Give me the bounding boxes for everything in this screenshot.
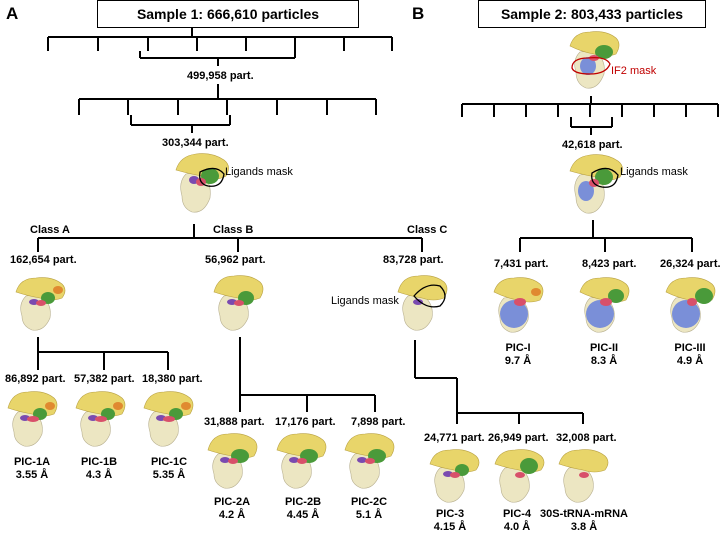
pic-i-count: 7,431 part. <box>494 258 549 270</box>
pic-iii-map <box>665 277 716 333</box>
pic-1a-res: 3.55 Å <box>15 469 49 481</box>
pic-2b-name: PIC-2B <box>284 496 322 508</box>
panel-label-a: A <box>6 4 19 23</box>
pic-1c-count: 18,380 part. <box>142 373 203 385</box>
class-b-count: 56,962 part. <box>205 254 266 266</box>
pic-4-map <box>494 449 545 503</box>
pic-3-name: PIC-3 <box>435 508 465 520</box>
pic-3-map <box>429 449 480 503</box>
s2-round1-count: 42,618 part. <box>562 139 623 151</box>
pic-1b-name: PIC-1B <box>80 456 118 468</box>
pic-1a-map <box>7 391 58 447</box>
s1-round1-count: 499,958 part. <box>187 70 254 82</box>
pic-2b-res: 4.45 Å <box>286 509 320 521</box>
pic-2b-map <box>276 433 327 489</box>
pic-4-res: 4.0 Å <box>503 521 531 533</box>
class-c-ligands-mask-label: Ligands mask <box>331 295 399 307</box>
pic-2a-res: 4.2 Å <box>218 509 246 521</box>
pic-1a-name: PIC-1A <box>13 456 51 468</box>
pic-ii-res: 8.3 Å <box>590 355 618 367</box>
class-a-count: 162,654 part. <box>10 254 77 266</box>
s2-ligands-mask-map <box>569 154 623 214</box>
pic-i-map <box>493 277 544 333</box>
class-c-count: 83,728 part. <box>383 254 444 266</box>
pic-3-res: 4.15 Å <box>433 521 467 533</box>
30s-count: 32,008 part. <box>556 432 617 444</box>
pic-iii-count: 26,324 part. <box>660 258 721 270</box>
pic-2a-map <box>207 433 258 489</box>
pic-4-name: PIC-4 <box>502 508 532 520</box>
pic-1c-res: 5.35 Å <box>152 469 186 481</box>
class-b-name: Class B <box>213 224 254 236</box>
pic-2c-count: 7,898 part. <box>351 416 406 428</box>
pic-ii-name: PIC-II <box>589 342 619 354</box>
pic-2a-name: PIC-2A <box>213 496 251 508</box>
pic-2b-count: 17,176 part. <box>275 416 336 428</box>
pic-2c-name: PIC-2C <box>350 496 388 508</box>
pic-iii-res: 4.9 Å <box>676 355 704 367</box>
s2-if2-mask-map <box>569 31 620 89</box>
class-c-map <box>397 275 448 331</box>
s1-ligands-mask-label: Ligands mask <box>225 166 293 178</box>
30s-trna-mrna-res: 3.8 Å <box>570 521 598 533</box>
pic-2a-count: 31,888 part. <box>204 416 265 428</box>
class-b-map <box>213 275 264 331</box>
pic-ii-map <box>579 277 630 333</box>
30s-trna-mrna-name: 30S-tRNA-mRNA <box>539 508 629 520</box>
s1-ligands-mask-map <box>175 153 229 213</box>
30s-trna-mrna-map <box>558 449 609 503</box>
pic-i-name: PIC-I <box>505 342 531 354</box>
pic-1a-count: 86,892 part. <box>5 373 66 385</box>
pic-iii-name: PIC-III <box>674 342 706 354</box>
class-a-name: Class A <box>30 224 70 236</box>
pic-4-count: 26,949 part. <box>488 432 549 444</box>
pic-1b-res: 4.3 Å <box>85 469 113 481</box>
s1-round2-count: 303,344 part. <box>162 137 229 149</box>
pic-3-count: 24,771 part. <box>424 432 485 444</box>
sample2-title: Sample 2: 803,433 particles <box>478 0 706 28</box>
pic-1b-count: 57,382 part. <box>74 373 135 385</box>
pic-1b-map <box>75 391 126 447</box>
class-a-map <box>15 277 66 331</box>
sample1-title: Sample 1: 666,610 particles <box>97 0 359 28</box>
class-c-name: Class C <box>407 224 448 236</box>
pic-i-res: 9.7 Å <box>504 355 532 367</box>
pic-ii-count: 8,423 part. <box>582 258 637 270</box>
s2-if2-mask-label: IF2 mask <box>611 65 657 77</box>
pic-2c-res: 5.1 Å <box>355 509 383 521</box>
panel-label-b: B <box>412 4 425 23</box>
pic-1c-map <box>143 391 194 447</box>
pic-1c-name: PIC-1C <box>150 456 188 468</box>
pic-2c-map <box>344 433 395 489</box>
s2-ligands-mask-label: Ligands mask <box>620 166 688 178</box>
